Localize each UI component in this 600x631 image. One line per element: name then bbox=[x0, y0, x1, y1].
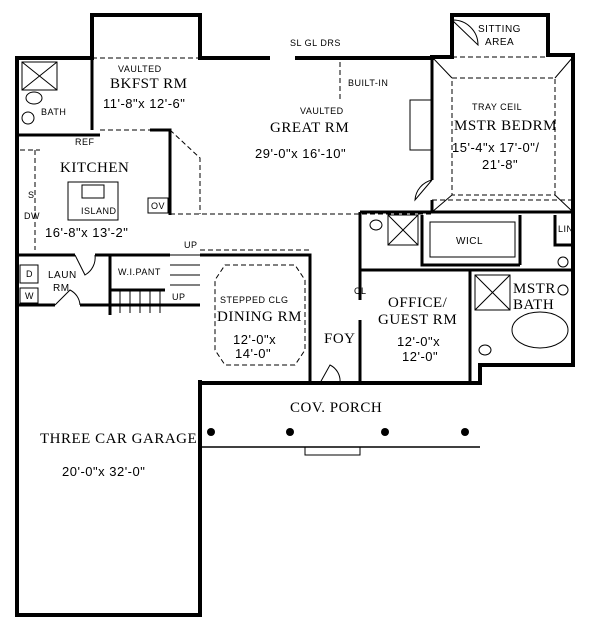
master-bedroom-size1: 15'-4"x 17'-0"/ bbox=[452, 140, 540, 155]
office-line2: GUEST RM bbox=[378, 312, 458, 328]
sitting-area-line2: AREA bbox=[485, 37, 515, 48]
master-bath-line2: BATH bbox=[513, 297, 555, 313]
washer-label: W bbox=[25, 291, 34, 301]
kitchen-name: KITCHEN bbox=[60, 160, 130, 176]
porch-name: COV. PORCH bbox=[290, 400, 383, 416]
door-swings bbox=[54, 19, 479, 384]
porch-columns bbox=[207, 428, 469, 436]
sink-label: S bbox=[28, 190, 35, 200]
bkfst-size: 11'-8"x 12'-6" bbox=[103, 96, 186, 111]
stairs-up-label-2: UP bbox=[172, 292, 186, 302]
linen-label: LIN bbox=[558, 224, 574, 234]
pantry-label: W.I.PANT bbox=[118, 267, 161, 277]
office-size1: 12'-0"x bbox=[397, 334, 441, 349]
dryer-label: D bbox=[26, 269, 33, 279]
foyer-name: FOY bbox=[324, 331, 356, 347]
kitchen-size: 16'-8"x 13'-2" bbox=[45, 225, 129, 240]
bath-label: BATH bbox=[41, 107, 67, 117]
island-label: ISLAND bbox=[81, 206, 117, 216]
office-line1: OFFICE/ bbox=[388, 295, 448, 311]
sitting-area-line1: SITTING bbox=[478, 24, 521, 35]
dining-note: STEPPED CLG bbox=[220, 295, 289, 305]
master-bedroom-note: TRAY CEIL bbox=[472, 102, 523, 112]
bkfst-name: BKFST RM bbox=[110, 76, 188, 92]
dining-size1: 12'-0"x bbox=[233, 332, 277, 347]
dining-size2: 14'-0" bbox=[235, 346, 272, 361]
master-bedroom-name: MSTR BEDRM bbox=[454, 118, 557, 134]
great-room-name: GREAT RM bbox=[270, 120, 350, 136]
dining-name: DINING RM bbox=[217, 309, 302, 325]
bkfst-note: VAULTED bbox=[118, 64, 162, 74]
great-room-note: VAULTED bbox=[300, 106, 344, 116]
master-bedroom-size2: 21'-8" bbox=[482, 157, 519, 172]
sliding-doors-label: SL GL DRS bbox=[290, 38, 341, 48]
ref-label: REF bbox=[75, 137, 95, 147]
built-in-label: BUILT-IN bbox=[348, 78, 389, 88]
laundry-line2: RM bbox=[53, 283, 70, 294]
fixtures bbox=[19, 56, 574, 456]
oven-label: OV bbox=[151, 201, 166, 211]
garage-name: THREE CAR GARAGE bbox=[40, 431, 198, 447]
garage-size: 20'-0"x 32'-0" bbox=[62, 464, 146, 479]
great-room-size: 29'-0"x 16'-10" bbox=[255, 146, 347, 161]
closet-label: CL bbox=[354, 286, 367, 296]
stairs-up-label: UP bbox=[184, 240, 198, 250]
dishwasher-label: DW bbox=[24, 211, 40, 221]
laundry-line1: LAUN bbox=[48, 270, 77, 281]
wicl-label: WICL bbox=[456, 236, 483, 247]
master-bath-line1: MSTR bbox=[513, 281, 556, 297]
office-size2: 12'-0" bbox=[402, 349, 439, 364]
